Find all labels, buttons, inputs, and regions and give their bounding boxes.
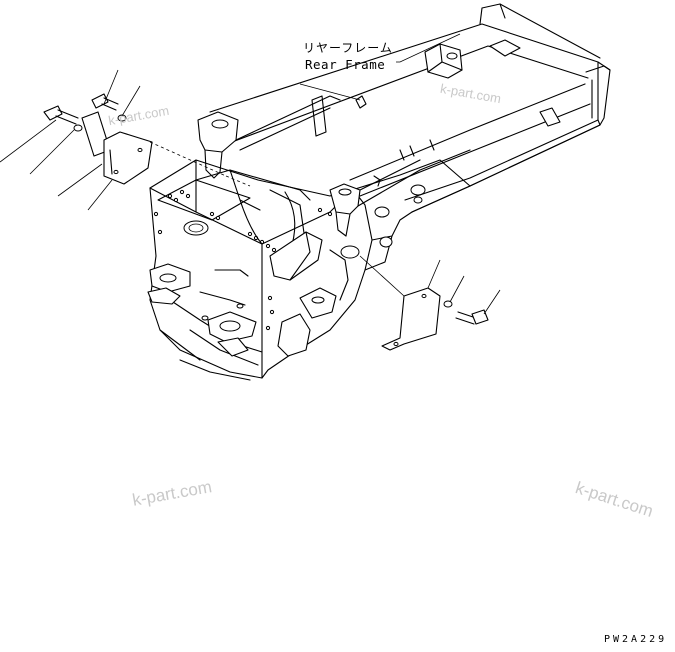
bolt-left-head bbox=[43, 105, 63, 121]
cover-plate bbox=[381, 287, 441, 351]
rear-frame bbox=[147, 3, 611, 381]
rear-frame-label-jp: リヤーフレーム bbox=[303, 41, 393, 55]
washer-left bbox=[73, 124, 83, 132]
rear-frame-label-en: Rear Frame bbox=[305, 57, 386, 72]
left-guard-assembly bbox=[0, 69, 153, 211]
bolt-pattern bbox=[153, 189, 333, 331]
washer-upper bbox=[117, 114, 127, 122]
right-cover-assembly bbox=[359, 255, 501, 351]
label-leader bbox=[396, 33, 461, 63]
figure-code: PW2A229 bbox=[604, 634, 668, 645]
washer-right bbox=[443, 300, 453, 308]
